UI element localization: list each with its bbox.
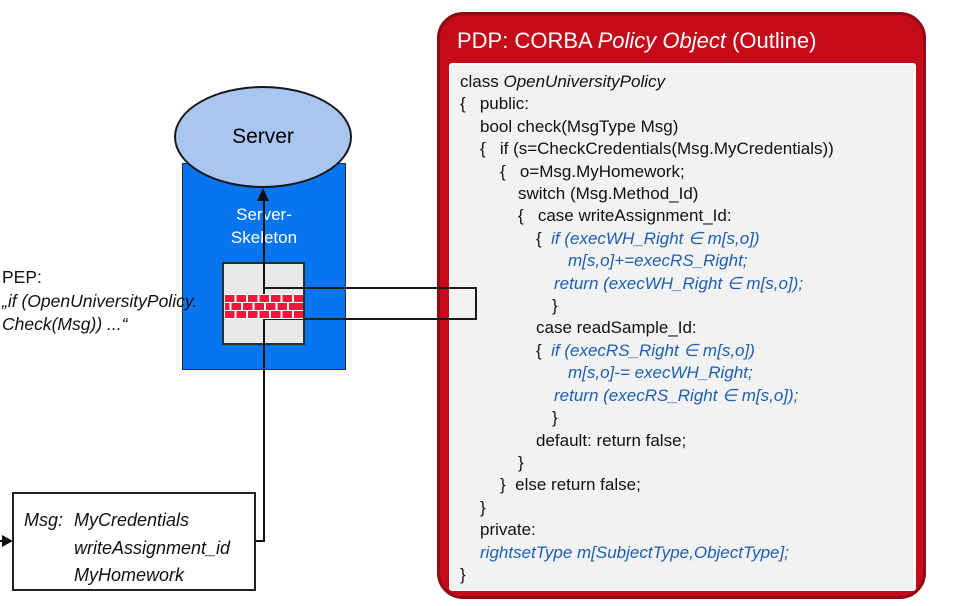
code-line: { case writeAssignment_Id:: [460, 205, 914, 227]
invoke-arrowhead-icon: [257, 188, 269, 201]
code-segment: { o=Msg.MyHomework;: [500, 161, 685, 181]
firewall-bricks-icon: [225, 294, 303, 319]
code-segment: }: [518, 452, 524, 472]
brick-row: [225, 303, 303, 310]
pep-pdp-connector-bar: [263, 287, 477, 320]
code-segment: private:: [480, 520, 536, 540]
code-line: }: [460, 497, 914, 519]
code-line: { if (execRS_Right ∈ m[s,o]): [460, 340, 914, 362]
code-line: { if (s=CheckCredentials(Msg.MyCredentia…: [460, 138, 914, 160]
code-segment: }: [480, 497, 486, 517]
code-segment: class: [460, 72, 504, 91]
pdp-title: PDP: CORBA Policy Object (Outline): [457, 28, 816, 54]
code-line: return (execRS_Right ∈ m[s,o]);: [460, 385, 914, 407]
msg-connector-line: [256, 540, 265, 542]
code-segment: { case writeAssignment_Id:: [518, 206, 732, 226]
code-segment: }: [552, 296, 558, 316]
code-segment: bool check(MsgType Msg): [480, 116, 679, 136]
pep-code-line2: Check(Msg)) ...“: [2, 314, 128, 334]
pdp-title-prefix: PDP: CORBA: [457, 28, 598, 53]
code-line: }: [460, 407, 914, 429]
code-line: }: [460, 452, 914, 474]
code-line: rightsetType m[SubjectType,ObjectType];: [460, 542, 914, 564]
code-segment: return (execWH_Right ∈ m[s,o]);: [554, 273, 804, 293]
code-segment: switch (Msg.Method_Id): [518, 184, 699, 204]
msg-field: writeAssignment_id: [74, 537, 231, 558]
code-segment: if (execRS_Right ∈ m[s,o]): [551, 340, 755, 360]
pdp-title-suffix: (Outline): [725, 28, 817, 53]
code-segment: }: [552, 408, 558, 428]
code-segment: { if (s=CheckCredentials(Msg.MyCredentia…: [480, 139, 834, 159]
pdp-title-italic: Policy Object: [597, 28, 726, 53]
msg-field: MyCredentials: [74, 510, 190, 530]
code-line: { if (execWH_Right ∈ m[s,o]): [460, 228, 914, 250]
msg-label: Msg:: [24, 510, 64, 530]
code-segment: { public:: [460, 94, 529, 114]
code-line: return (execWH_Right ∈ m[s,o]);: [460, 273, 914, 295]
msg-fields: MyCredentials writeAssignment_id MyHomew…: [74, 507, 254, 589]
code-segment: m[s,o]-= execWH_Right;: [568, 363, 753, 383]
code-segment: } else return false;: [500, 475, 641, 495]
code-segment: {: [536, 228, 552, 248]
msg-box: Msg: MyCredentials writeAssignment_id My…: [12, 492, 256, 591]
code-line: }: [460, 564, 914, 586]
code-segment: case readSample_Id:: [536, 318, 697, 338]
code-line: m[s,o]-= execWH_Right;: [460, 362, 914, 384]
code-segment: }: [460, 564, 466, 584]
code-segment: default: return false;: [536, 430, 687, 450]
server-ellipse: Server: [174, 86, 352, 188]
pep-annotation: PEP: „if (OpenUniversityPolicy. Check(Ms…: [2, 266, 197, 337]
pep-label: PEP:: [2, 267, 42, 287]
code-line: case readSample_Id:: [460, 317, 914, 339]
incoming-msg-arrowhead-icon: [2, 535, 13, 547]
code-segment: return (execRS_Right ∈ m[s,o]);: [554, 385, 799, 405]
code-line: private:: [460, 519, 914, 541]
msg-field: MyHomework: [74, 565, 185, 585]
code-line: class OpenUniversityPolicy: [460, 71, 914, 93]
code-line: { o=Msg.MyHomework;: [460, 161, 914, 183]
code-line: m[s,o]+=execRS_Right;: [460, 250, 914, 272]
code-segment: m[s,o]+=execRS_Right;: [568, 251, 748, 271]
code-line: } else return false;: [460, 474, 914, 496]
code-line: }: [460, 295, 914, 317]
code-segment: {: [536, 340, 552, 360]
brick-row: [225, 295, 303, 302]
code-segment: if (execWH_Right ∈ m[s,o]): [551, 228, 760, 248]
code-segment: OpenUniversityPolicy: [503, 72, 666, 91]
code-segment: rightsetType m[SubjectType,ObjectType];: [480, 542, 789, 562]
code-line: { public:: [460, 93, 914, 115]
invoke-arrow-line: [263, 199, 265, 542]
brick-row: [225, 311, 303, 318]
server-label: Server: [232, 125, 294, 148]
code-line: bool check(MsgType Msg): [460, 116, 914, 138]
code-line: switch (Msg.Method_Id): [460, 183, 914, 205]
code-line: default: return false;: [460, 430, 914, 452]
pep-code-line1: „if (OpenUniversityPolicy.: [2, 290, 198, 311]
pdp-code-listing: class OpenUniversityPolicy{ public:bool …: [449, 63, 916, 591]
